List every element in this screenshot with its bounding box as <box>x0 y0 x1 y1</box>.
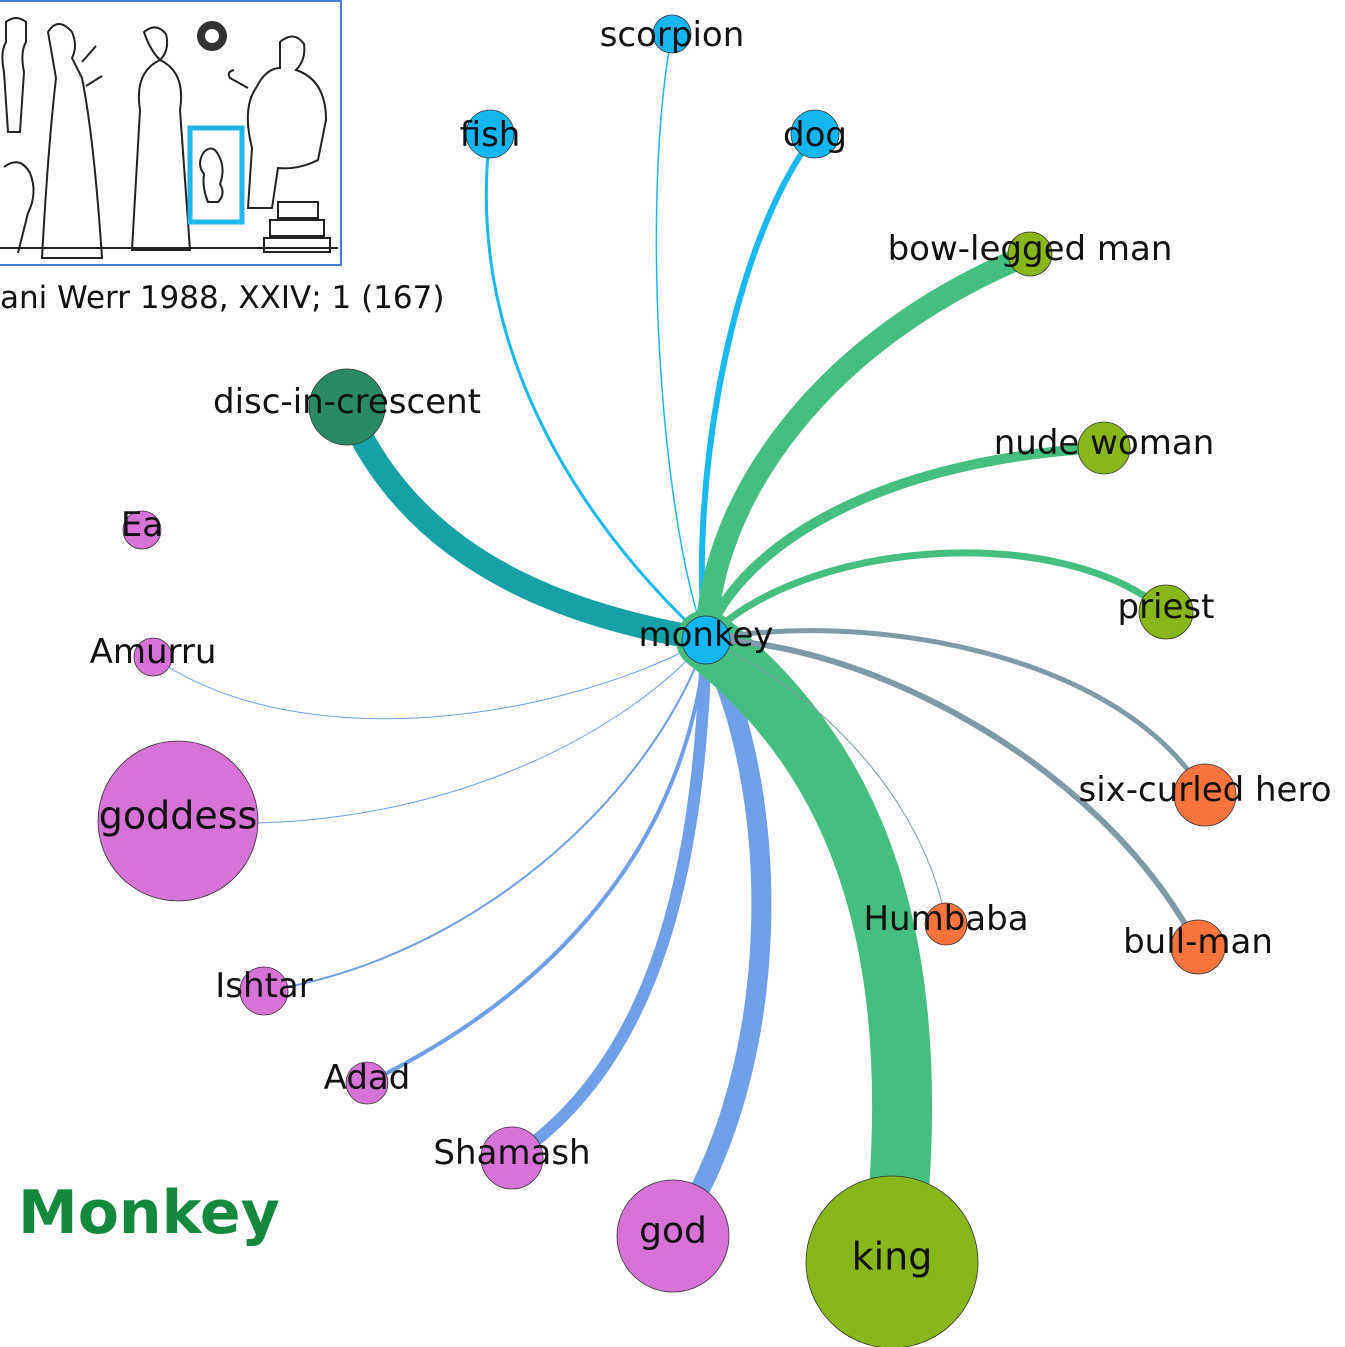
edge-goddess <box>177 639 707 824</box>
edge-god <box>663 630 772 1246</box>
edge-king <box>676 610 933 1292</box>
node-ishtar <box>239 966 289 1016</box>
edge-amurru <box>152 639 707 720</box>
node-goddess <box>97 740 259 902</box>
node-humbaba <box>924 902 968 946</box>
edge-priest <box>702 549 1170 644</box>
monkey-highlight-box <box>187 125 245 225</box>
node-bow-legged-man <box>1007 231 1053 277</box>
node-adad <box>345 1061 389 1105</box>
node-nude-woman <box>1077 421 1131 475</box>
node-label-ea: Ea <box>121 505 163 545</box>
node-label-god: god <box>639 1211 707 1252</box>
node-label-bow-legged-man: bow-legged man <box>888 229 1173 269</box>
node-label-shamash: Shamash <box>433 1133 590 1173</box>
node-god <box>616 1179 730 1293</box>
node-dog <box>790 109 840 159</box>
node-label-scorpion: scorpion <box>600 15 745 55</box>
edge-nude-woman <box>701 443 1109 645</box>
node-monkey-center <box>681 615 731 665</box>
node-label-monkey: monkey <box>639 615 774 655</box>
image-caption: ani Werr 1988, XXIV; 1 (167) <box>0 280 445 316</box>
node-label-goddess: goddess <box>99 793 258 837</box>
nodes <box>97 14 1237 1347</box>
labels: scorpion fish dog bow-legged man nude woman p… <box>90 15 1332 1278</box>
node-label-king: king <box>852 1234 933 1278</box>
edge-bow-legged-man <box>695 243 1041 651</box>
edges <box>152 33 1208 1292</box>
edge-humbaba <box>705 639 947 925</box>
node-shamash <box>480 1126 544 1190</box>
edge-adad <box>365 638 708 1085</box>
page-title: Monkey <box>18 1178 280 1248</box>
node-bull-man <box>1170 919 1226 975</box>
edge-ishtar <box>263 639 707 992</box>
edge-bull-man <box>703 637 1201 950</box>
node-label-priest: priest <box>1118 587 1215 627</box>
node-label-disc-in-crescent: disc-in-crescent <box>213 382 481 422</box>
edge-disc-in-crescent <box>335 395 718 652</box>
edge-fish <box>484 132 708 642</box>
node-scorpion <box>652 14 692 54</box>
node-label-adad: Adad <box>324 1058 411 1098</box>
edge-scorpion <box>655 33 707 641</box>
edge-six-curled-hero <box>703 628 1208 798</box>
node-king <box>805 1175 979 1347</box>
node-label-ishtar: Ishtar <box>215 966 312 1006</box>
node-six-curled-hero <box>1173 763 1237 827</box>
node-label-bull-man: bull-man <box>1123 922 1273 962</box>
edge-shamash <box>506 634 712 1164</box>
node-amurru <box>133 637 173 677</box>
node-label-humbaba: Humbaba <box>863 899 1028 939</box>
node-label-nude-woman: nude woman <box>994 423 1215 463</box>
seal-impression-image <box>0 0 342 266</box>
node-priest <box>1138 584 1194 640</box>
node-label-fish: fish <box>460 115 521 155</box>
node-ea <box>122 510 162 550</box>
node-disc-in-crescent <box>308 368 386 446</box>
node-label-dog: dog <box>783 115 847 155</box>
node-fish <box>465 109 515 159</box>
seal-drawing <box>0 17 338 259</box>
node-label-amurru: Amurru <box>90 632 217 672</box>
node-label-six-curled-hero: six-curled hero <box>1078 770 1331 810</box>
